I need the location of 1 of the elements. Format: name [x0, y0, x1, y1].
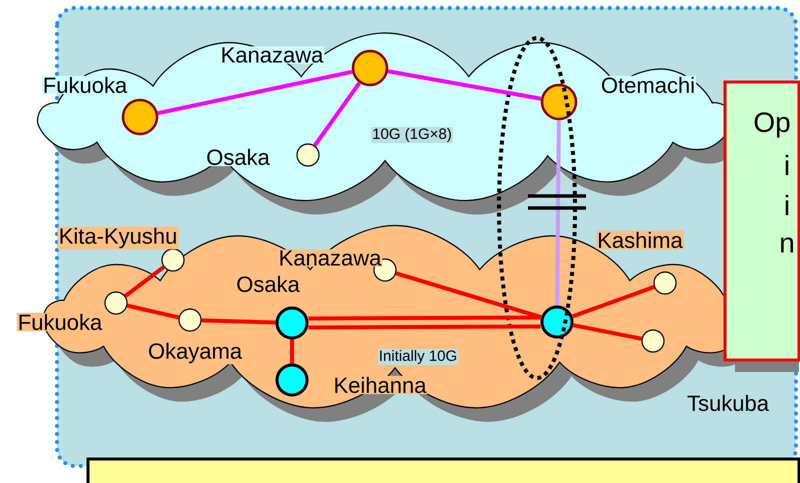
note-box: Op i i n [724, 80, 800, 372]
